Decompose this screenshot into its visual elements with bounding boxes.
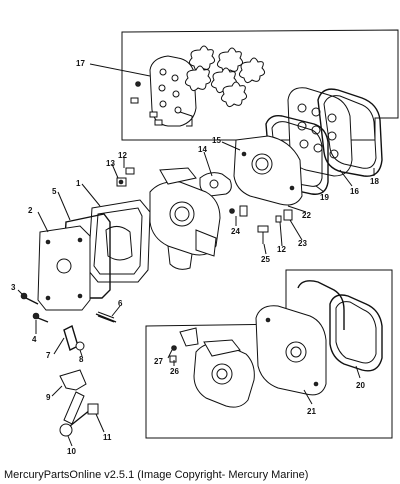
callout-23: 23	[298, 239, 307, 248]
carburetor-main	[149, 167, 221, 270]
image-caption: MercuryPartsOnline v2.5.1 (Image Copyrig…	[4, 469, 309, 481]
airbox-cover-1	[87, 199, 151, 283]
callout-12: 12	[118, 151, 127, 160]
adaptor-15	[233, 135, 303, 206]
callout-27: 27	[154, 357, 163, 366]
callout-7: 7	[46, 351, 51, 360]
reed-block-16	[287, 87, 353, 177]
exploded-parts-diagram: 1 2 3 4 5 6 7 8 9 10 11 12 13 14 15 16 1…	[11, 29, 399, 456]
callout-15: 15	[212, 136, 221, 145]
linkage-7-8-9-10-11	[59, 325, 99, 437]
callout-2: 2	[28, 206, 33, 215]
callout-12-second: 12	[277, 245, 286, 254]
callout-3: 3	[11, 283, 16, 292]
callout-11: 11	[103, 433, 112, 442]
inset-box-bottom	[145, 269, 393, 439]
callout-8: 8	[79, 355, 84, 364]
callout-24: 24	[231, 227, 240, 236]
leader-lines	[17, 63, 375, 447]
callout-4: 4	[32, 335, 37, 344]
inset-box-top	[121, 29, 399, 141]
callout-10: 10	[67, 447, 76, 456]
callout-20: 20	[356, 381, 365, 390]
callout-21: 21	[307, 407, 316, 416]
callout-19: 19	[320, 193, 329, 202]
callout-14: 14	[198, 145, 207, 154]
callout-6: 6	[118, 299, 123, 308]
parts-23-24-25	[229, 205, 293, 244]
plate-2	[37, 225, 91, 311]
callout-9: 9	[46, 393, 51, 402]
callout-labels: 1 2 3 4 5 6 7 8 9 10 11 12 13 14 15 16 1…	[11, 59, 379, 456]
callout-13: 13	[106, 159, 115, 168]
callout-25: 25	[261, 255, 270, 264]
parts-12-13-14	[116, 167, 232, 197]
screws-3-4-6	[20, 292, 117, 323]
callout-1: 1	[76, 179, 81, 188]
callout-22: 22	[302, 211, 311, 220]
callout-18: 18	[370, 177, 379, 186]
callout-26: 26	[170, 367, 179, 376]
callout-5: 5	[52, 187, 57, 196]
gasket-18	[317, 88, 383, 177]
callout-16: 16	[350, 187, 359, 196]
callout-17: 17	[76, 59, 85, 68]
